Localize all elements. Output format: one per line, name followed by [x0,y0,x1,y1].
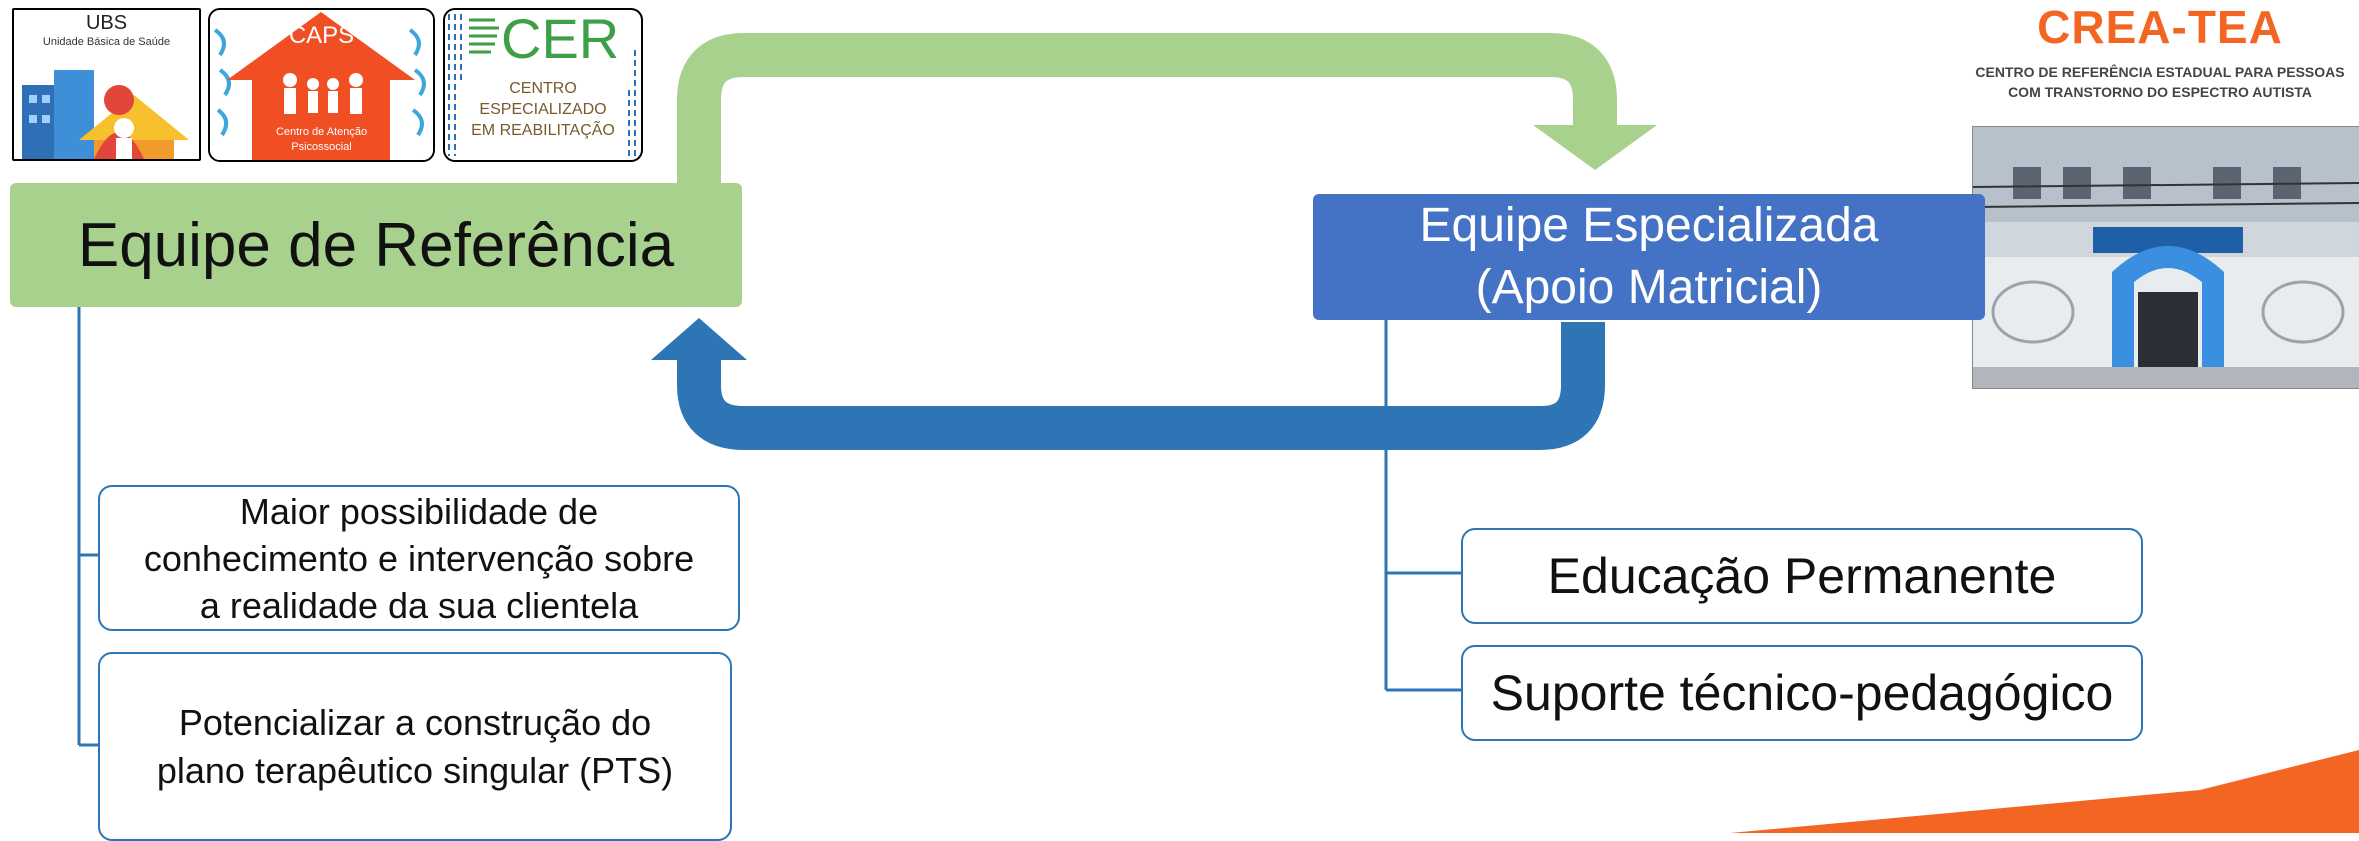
cer-logo-line1: CENTRO [509,80,577,97]
left-card-knowledge-line1: Maior possibilidade de [239,490,599,532]
right-card-education: Educação Permanente [1461,528,2143,624]
right-card-support: Suporte técnico-pedagógico [1461,645,2143,741]
right-connector [1384,320,1461,692]
caps-house-icon [210,10,433,160]
crea-tea-building-photo [1972,126,2359,389]
ubs-logo-title: UBS [85,12,128,34]
caps-logo: CAPS Centro de Atenção Psicossocial [208,8,435,162]
caps-logo-subtitle-1: Centro de Atenção [275,126,368,138]
caps-logo-title: CAPS [288,22,355,49]
cer-hatch-icon [448,14,636,156]
crea-tea-logo-line2: COM TRANSTORNO DO ESPECTRO AUTISTA [2008,84,2312,100]
left-card-knowledge: Maior possibilidade de conhecimento e in… [98,485,740,631]
right-card-education-label: Educação Permanente [1547,548,2057,604]
cer-logo-line2: ESPECIALIZADO [479,101,607,118]
cer-logo-title: CER [501,8,620,70]
crea-tea-logo-line1: CENTRO DE REFERÊNCIA ESTADUAL PARA PESSO… [1975,64,2345,80]
left-connector [77,307,98,747]
crea-tea-logo-title: CREA-TEA [2037,1,2283,53]
specialized-team-label-line1: Equipe Especializada [1419,199,1879,252]
building-photo-illustration [1973,127,2359,388]
reference-team-label: Equipe de Referência [77,210,675,280]
left-card-pts-line1: Potencializar a construção do [178,701,652,743]
left-card-knowledge-line3: a realidade da sua clientela [199,584,639,626]
specialized-team-header: Equipe Especializada (Apoio Matricial) [1313,194,1985,320]
cer-logo: CER CENTRO ESPECIALIZADO EM REABILITAÇÃO [443,8,643,162]
reference-team-header: Equipe de Referência [10,183,742,307]
left-card-pts-line2: plano terapêutico singular (PTS) [156,749,674,791]
ubs-logo-subtitle: Unidade Básica de Saúde [42,36,171,48]
ubs-logo: UBS Unidade Básica de Saúde [12,8,201,161]
green-arrow-to-specialized [677,33,1617,183]
green-arrowhead [1533,125,1657,170]
orange-corner-shape [1730,750,2359,833]
cer-logo-line3: EM REABILITAÇÃO [471,122,615,139]
specialized-team-label-line2: (Apoio Matricial) [1475,261,1823,314]
caps-logo-subtitle-2: Psicossocial [291,141,352,153]
ubs-building-icon [22,70,189,159]
left-card-pts: Potencializar a construção do plano tera… [98,652,732,841]
left-card-knowledge-line2: conhecimento e intervenção sobre [143,537,695,579]
right-card-support-label: Suporte técnico-pedagógico [1490,665,2114,721]
blue-arrow-to-reference [677,322,1605,450]
blue-arrowhead [651,318,747,360]
